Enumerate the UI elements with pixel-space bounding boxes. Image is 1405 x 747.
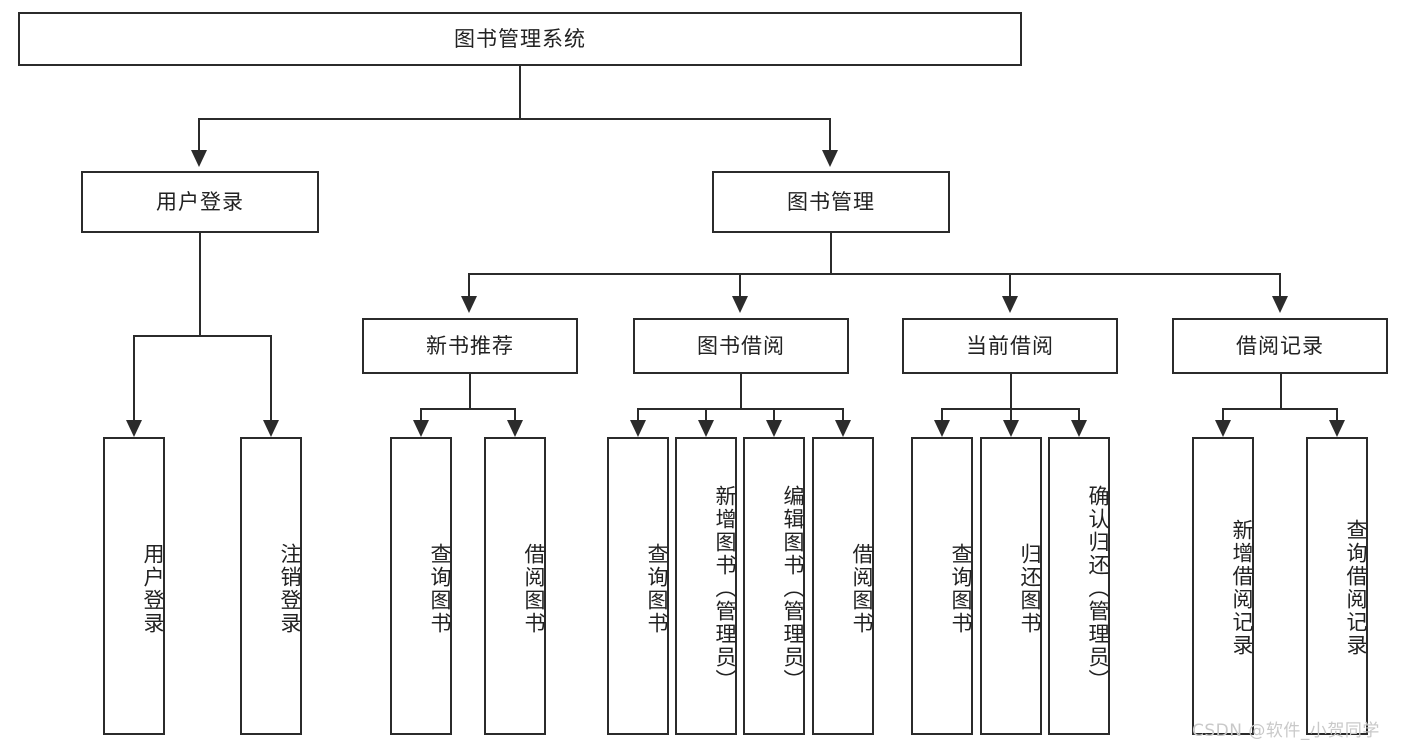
connector-root-bus [198, 118, 831, 120]
node-label: 新书推荐 [426, 333, 514, 358]
leaf-borrow-2[interactable]: 编辑图书（管理员） [743, 437, 805, 735]
node-label: 归还图书 [1018, 543, 1042, 635]
connector-record-stem [1280, 374, 1282, 408]
leaf-borrow-1[interactable]: 新增图书（管理员） [675, 437, 737, 735]
connector-borrow-bus [637, 408, 844, 410]
arrow-book-manage-to-current [1002, 296, 1018, 313]
node-label: 借阅图书 [850, 543, 874, 635]
connector-borrow-to-leaf-1 [705, 408, 707, 421]
arrow-user-login-to-leaf-0 [126, 420, 142, 437]
arrow-current-to-leaf-0 [934, 420, 950, 437]
node-label: 图书管理系统 [454, 26, 586, 51]
connector-new-book-bus [420, 408, 516, 410]
node-label: 图书借阅 [697, 333, 785, 358]
node-new-book-recommend[interactable]: 新书推荐 [362, 318, 578, 374]
node-label: 新增图书（管理员） [713, 484, 737, 692]
arrow-record-to-leaf-0 [1215, 420, 1231, 437]
connector-current-to-leaf-0 [941, 408, 943, 421]
leaf-borrow-0[interactable]: 查询图书 [607, 437, 669, 735]
connector-root-stem [519, 66, 521, 118]
connector-current-stem [1010, 374, 1012, 408]
connector-borrow-to-leaf-2 [773, 408, 775, 421]
arrow-root-to-book-manage [822, 150, 838, 167]
connector-book-manage-to-borrow [739, 273, 741, 297]
connector-book-manage-stem [830, 233, 832, 273]
arrow-borrow-to-leaf-3 [835, 420, 851, 437]
node-label: 注销登录 [278, 543, 302, 635]
connector-book-manage-bus [468, 273, 1280, 275]
node-label: 查询图书 [428, 543, 452, 635]
connector-book-manage-to-current [1009, 273, 1011, 297]
connector-record-to-leaf-1 [1336, 408, 1338, 421]
connector-user-login-to-leaf-1 [270, 335, 272, 421]
arrow-new-book-to-leaf-1 [507, 420, 523, 437]
arrow-root-to-user-login [191, 150, 207, 167]
connector-borrow-stem [740, 374, 742, 408]
connector-new-book-to-leaf-1 [514, 408, 516, 421]
arrow-book-manage-to-borrow [732, 296, 748, 313]
node-current-borrow[interactable]: 当前借阅 [902, 318, 1118, 374]
connector-new-book-stem [469, 374, 471, 408]
arrow-book-manage-to-new-book [461, 296, 477, 313]
node-label: 借阅记录 [1236, 333, 1324, 358]
node-label: 借阅图书 [522, 543, 546, 635]
arrow-new-book-to-leaf-0 [413, 420, 429, 437]
node-label: 编辑图书（管理员） [781, 484, 805, 692]
leaf-new-book-0[interactable]: 查询图书 [390, 437, 452, 735]
connector-root-to-book-manage [829, 118, 831, 151]
connector-user-login-bus [133, 335, 272, 337]
leaf-record-0[interactable]: 新增借阅记录 [1192, 437, 1254, 735]
node-label: 当前借阅 [966, 333, 1054, 358]
leaf-current-1[interactable]: 归还图书 [980, 437, 1042, 735]
connector-borrow-to-leaf-3 [842, 408, 844, 421]
node-label: 图书管理 [787, 189, 875, 214]
arrow-current-to-leaf-2 [1071, 420, 1087, 437]
node-label: 用户登录 [141, 543, 165, 635]
connector-borrow-to-leaf-0 [637, 408, 639, 421]
connector-new-book-to-leaf-0 [420, 408, 422, 421]
leaf-record-1[interactable]: 查询借阅记录 [1306, 437, 1368, 735]
node-book-borrow[interactable]: 图书借阅 [633, 318, 849, 374]
node-label: 查询借阅记录 [1344, 519, 1368, 657]
leaf-user-login-1[interactable]: 注销登录 [240, 437, 302, 735]
arrow-borrow-to-leaf-2 [766, 420, 782, 437]
node-label: 查询图书 [949, 543, 973, 635]
connector-record-bus [1222, 408, 1338, 410]
connector-user-login-stem [199, 233, 201, 335]
connector-book-manage-to-record [1279, 273, 1281, 297]
connector-current-to-leaf-2 [1078, 408, 1080, 421]
connector-record-to-leaf-0 [1222, 408, 1224, 421]
connector-root-to-user-login [198, 118, 200, 151]
node-label: 查询图书 [645, 543, 669, 635]
node-label: 确认归还（管理员） [1086, 484, 1110, 692]
arrow-user-login-to-leaf-1 [263, 420, 279, 437]
csdn-watermark: CSDN @软件_小贺同学 [1192, 721, 1380, 741]
leaf-borrow-3[interactable]: 借阅图书 [812, 437, 874, 735]
connector-book-manage-to-new-book [468, 273, 470, 297]
arrow-record-to-leaf-1 [1329, 420, 1345, 437]
leaf-user-login-0[interactable]: 用户登录 [103, 437, 165, 735]
arrow-book-manage-to-record [1272, 296, 1288, 313]
leaf-new-book-1[interactable]: 借阅图书 [484, 437, 546, 735]
node-borrow-record[interactable]: 借阅记录 [1172, 318, 1388, 374]
node-user-login[interactable]: 用户登录 [81, 171, 319, 233]
connector-user-login-to-leaf-0 [133, 335, 135, 421]
node-book-management[interactable]: 图书管理 [712, 171, 950, 233]
connector-current-to-leaf-1 [1010, 408, 1012, 421]
node-root-book-management-system[interactable]: 图书管理系统 [18, 12, 1022, 66]
arrow-current-to-leaf-1 [1003, 420, 1019, 437]
arrow-borrow-to-leaf-1 [698, 420, 714, 437]
node-label: 新增借阅记录 [1230, 519, 1254, 657]
node-label: 用户登录 [156, 189, 244, 214]
leaf-current-0[interactable]: 查询图书 [911, 437, 973, 735]
leaf-current-2[interactable]: 确认归还（管理员） [1048, 437, 1110, 735]
arrow-borrow-to-leaf-0 [630, 420, 646, 437]
